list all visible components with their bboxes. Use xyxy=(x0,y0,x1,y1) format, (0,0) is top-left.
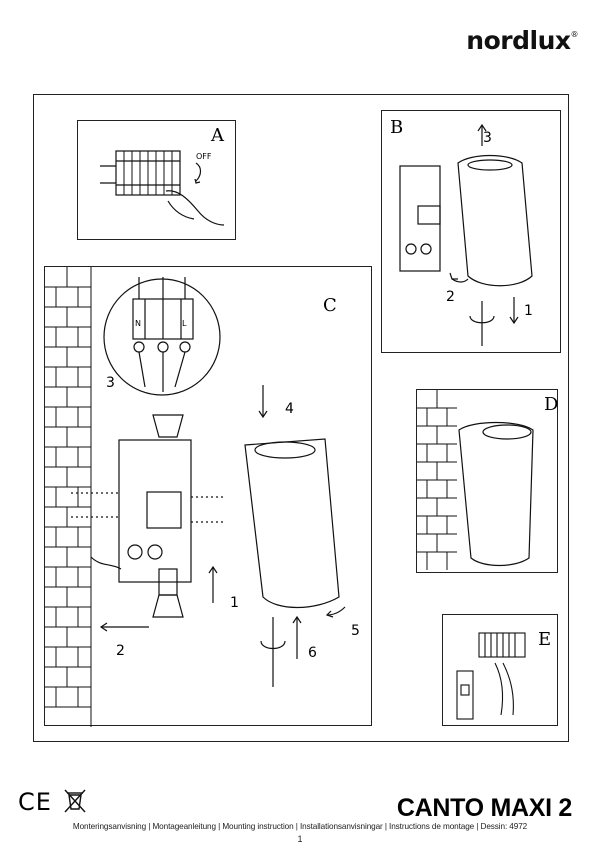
panel-d-letter: D xyxy=(544,394,559,415)
panel-b-step-3: 3 xyxy=(483,130,492,146)
panel-e: E xyxy=(442,614,558,726)
weee-bin-icon xyxy=(64,789,86,813)
trademark-symbol: ® xyxy=(570,30,579,39)
panel-c-step-1: 1 xyxy=(230,595,239,611)
panel-a: OFF A xyxy=(77,120,236,240)
panel-c-step-4: 4 xyxy=(285,401,294,417)
ce-mark: CE xyxy=(18,788,52,816)
installed-fixture-illustration xyxy=(417,390,534,570)
terminal-l: L xyxy=(182,319,187,328)
panel-b-step-2: 2 xyxy=(446,289,455,305)
panel-c: C xyxy=(44,266,372,727)
brand-logo: nordlux® xyxy=(466,26,578,55)
power-on-illustration xyxy=(456,632,526,720)
panel-c-step-5: 5 xyxy=(351,623,360,639)
panel-c-step-2: 2 xyxy=(116,643,125,659)
panel-c-step-3: 3 xyxy=(106,375,115,391)
panel-c-step-6: 6 xyxy=(308,645,317,661)
panel-a-letter: A xyxy=(211,125,224,146)
fixture-removal-illustration xyxy=(399,123,533,346)
switch-off-illustration: OFF xyxy=(100,150,225,226)
panel-b-step-1: 1 xyxy=(524,303,533,319)
off-label: OFF xyxy=(196,152,212,161)
illustration-frame xyxy=(33,94,569,742)
brand-name: nordlux xyxy=(466,26,571,55)
panel-b-letter: B xyxy=(390,117,404,138)
terminal-n: N xyxy=(135,319,141,328)
product-title: CANTO MAXI 2 xyxy=(396,794,572,822)
panel-b: B 3 2 1 xyxy=(381,110,561,353)
panel-c-letter: C xyxy=(323,295,337,316)
panel-d: D xyxy=(416,389,558,573)
certification-marks: CE xyxy=(18,788,86,816)
panel-e-letter: E xyxy=(538,629,552,650)
instruction-languages: Monteringsanvisning | Montageanleitung |… xyxy=(72,822,528,831)
mounting-illustration: N L xyxy=(45,267,346,727)
page-number: 1 xyxy=(297,834,303,844)
